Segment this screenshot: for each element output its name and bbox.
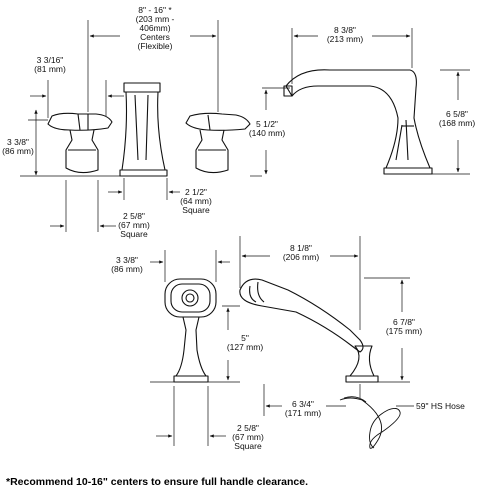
spout-total-height-line-1: 6 5/8" (446, 109, 468, 119)
centers-line-4: Centers (140, 32, 170, 42)
spout-base-label: 2 1/2" (64 mm) Square (174, 188, 218, 215)
hs-width-line-2: (86 mm) (111, 264, 143, 274)
hose-coil-drawing (339, 396, 401, 449)
hs-holder-height-line-2: (127 mm) (226, 342, 264, 352)
handle-width-label: 3 3/16" (81 mm) (28, 56, 72, 74)
spout-reach-line-2: (213 mm) (326, 34, 364, 44)
centers-line-2: (203 mm - (135, 14, 175, 24)
hs-width-line-1: 3 3/8" (116, 255, 138, 265)
hs-base-distance-line-1: 6 3/4" (292, 399, 314, 409)
spout-base-line-3: Square (182, 205, 210, 215)
spout-reach-label: 8 3/8" (213 mm) (318, 26, 372, 44)
hs-total-height-line-1: 6 7/8" (393, 317, 415, 327)
handle-base-line-1: 2 5/8" (123, 211, 145, 221)
handle-base-line-2: (67 mm) (118, 220, 150, 230)
hose-label: 59" HS Hose (416, 401, 465, 411)
spout-height-line-2: (140 mm) (248, 128, 286, 138)
handshower-side-drawing (239, 278, 379, 383)
hs-base-distance-line-2: (171 mm) (284, 408, 322, 418)
centers-line-5: (Flexible) (137, 41, 173, 51)
hs-reach-line-1: 8 1/8" (290, 243, 312, 253)
spout-reach-line-1: 8 3/8" (334, 25, 356, 35)
hs-base-distance-label: 6 3/4" (171 mm) (280, 400, 326, 418)
hs-width-label: 3 3/8" (86 mm) (106, 256, 148, 274)
hs-base-label: 2 5/8" (67 mm) Square (226, 424, 270, 451)
handle-height-line-2: (86 mm) (2, 146, 34, 156)
centers-line-3: 406mm) (139, 23, 171, 33)
hs-holder-height-label: 5" (127 mm) (222, 334, 268, 352)
hs-total-height-label: 6 7/8" (175 mm) (382, 318, 426, 336)
spout-base-line-1: 2 1/2" (185, 187, 207, 197)
handle-base-line-3: Square (120, 229, 148, 239)
hs-base-line-2: (67 mm) (232, 432, 264, 442)
hs-total-height-line-2: (175 mm) (385, 326, 423, 336)
hs-reach-label: 8 1/8" (206 mm) (276, 244, 326, 262)
handle-width-line-1: 3 3/16" (36, 55, 64, 65)
centers-line-1: 8" - 16" * (138, 5, 172, 15)
spout-height-label: 5 1/2" (140 mm) (248, 120, 286, 138)
hs-base-line-3: Square (234, 441, 262, 451)
spout-total-height-line-2: (168 mm) (438, 118, 476, 128)
handshower-front-drawing (164, 278, 217, 383)
handle-height-label: 3 3/8" (86 mm) (2, 138, 34, 156)
footnote: *Recommend 10-16" centers to ensure full… (6, 476, 309, 488)
spout-height-line-1: 5 1/2" (256, 119, 278, 129)
hs-base-line-1: 2 5/8" (237, 423, 259, 433)
spout-base-line-2: (64 mm) (180, 196, 212, 206)
handle-base-label: 2 5/8" (67 mm) Square (112, 212, 156, 239)
handle-height-line-1: 3 3/8" (7, 137, 29, 147)
right-handle-drawing (185, 112, 251, 174)
side-spout-drawing (283, 69, 433, 175)
spout-total-height-label: 6 5/8" (168 mm) (430, 110, 484, 128)
left-handle-drawing (47, 112, 113, 174)
hs-holder-height-line-1: 5" (241, 333, 249, 343)
handle-width-line-2: (81 mm) (34, 64, 66, 74)
hs-reach-line-2: (206 mm) (282, 252, 320, 262)
centers-label: 8" - 16" * (203 mm - 406mm) Centers (Fle… (118, 6, 192, 51)
center-spout-drawing (119, 82, 168, 177)
